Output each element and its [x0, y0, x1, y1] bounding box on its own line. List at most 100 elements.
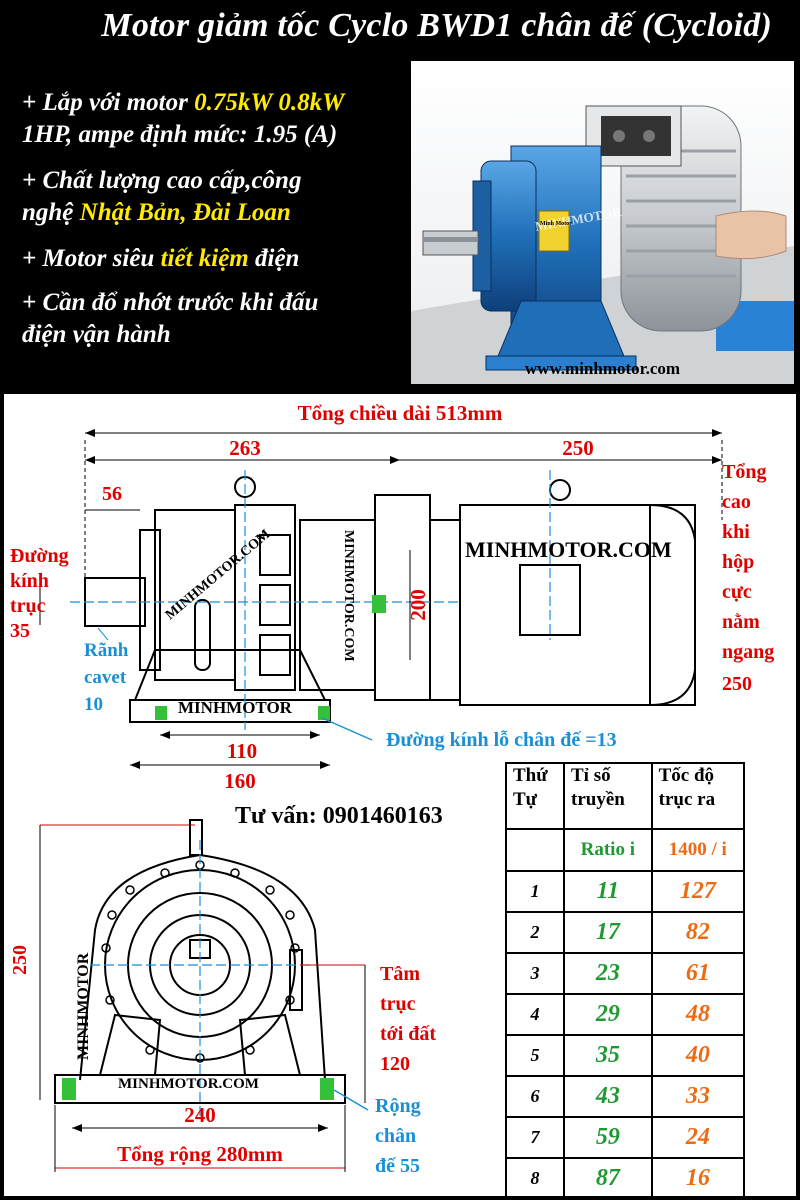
header-speed: Tốc độ trục ra — [650, 762, 746, 830]
side-watermark-vertical: MINHMOTOR.COM — [341, 530, 356, 662]
row-index: 4 — [505, 993, 565, 1036]
keyway-label-2: cavet — [84, 667, 127, 688]
subheader-ratio: Ratio i — [563, 828, 653, 872]
feature-list: + Lắp với motor 0.75kW 0.8kW 1HP, ampe đ… — [0, 55, 405, 390]
height-label-7: ngang — [722, 641, 774, 663]
dim-240: 240 — [184, 1103, 216, 1127]
center-label-3: tới đất — [380, 1023, 436, 1045]
feature-text: điện — [248, 245, 300, 272]
shaft-label-1: Đường — [10, 545, 69, 567]
dim-160: 160 — [224, 769, 256, 793]
front-watermark-vertical: MINHMOTOR — [75, 952, 92, 1060]
feature-text: nghệ — [22, 199, 80, 226]
row-speed: 127 — [650, 870, 746, 913]
row-ratio: 59 — [563, 1116, 653, 1159]
shaft-label-4: 35 — [10, 620, 30, 642]
height-label-2: cao — [722, 491, 751, 513]
height-label-3: khi — [722, 521, 750, 543]
front-watermark-base: MINHMOTOR.COM — [118, 1076, 259, 1092]
product-photo-frame: MINHMOTOR Minh Motor www.minhmotor.com — [405, 55, 800, 390]
center-label-1: Tâm — [380, 963, 420, 985]
row-speed: 16 — [650, 1157, 746, 1200]
row-index: 6 — [505, 1075, 565, 1118]
row-ratio: 43 — [563, 1075, 653, 1118]
feature-quality: + Chất lượng cao cấp,công nghệ Nhật Bản,… — [22, 165, 402, 229]
row-speed: 82 — [650, 911, 746, 954]
feature-highlight: Nhật Bản, Đài Loan — [79, 199, 291, 226]
header-text: trục ra — [658, 789, 716, 810]
height-label-1: Tổng — [722, 461, 766, 483]
dim-200: 200 — [406, 589, 430, 621]
height-label-6: nằm — [722, 611, 760, 633]
page-title: Motor giảm tốc Cyclo BWD1 chân đế (Cyclo… — [101, 7, 772, 44]
row-index: 1 — [505, 870, 565, 913]
feature-motor: + Lắp với motor 0.75kW 0.8kW 1HP, ampe đ… — [22, 87, 402, 151]
dim-250-height: 250 — [9, 945, 31, 975]
side-view: Tổng chiều dài 513mm 263 250 56 — [10, 401, 774, 793]
feature-text: 1HP, ampe định mức: 1.95 (A) — [22, 121, 338, 148]
subheader-empty — [505, 828, 565, 872]
consult-phone: Tư vấn: 0901460163 — [235, 803, 443, 829]
foot-width-label-2: chân — [375, 1125, 416, 1147]
row-ratio: 23 — [563, 952, 653, 995]
feature-oil: + Cần đổ nhớt trước khi đấu điện vận hàn… — [22, 287, 402, 351]
feature-saving: + Motor siêu tiết kiệm điện — [22, 243, 402, 275]
row-index: 7 — [505, 1116, 565, 1159]
gearmotor-illustration: MINHMOTOR Minh Motor — [411, 61, 794, 384]
header-text: Thứ — [513, 765, 548, 786]
base-watermark: MINHMOTOR — [178, 698, 293, 717]
row-index: 3 — [505, 952, 565, 995]
keyway-label-1: Rãnh — [84, 640, 129, 661]
row-speed: 40 — [650, 1034, 746, 1077]
row-ratio: 35 — [563, 1034, 653, 1077]
subheader-speed: 1400 / i — [650, 828, 746, 872]
side-watermark-small: MINHMOTOR.COM — [163, 527, 273, 623]
feature-text: + Lắp với motor — [22, 89, 195, 116]
header-text: Tỉ số — [571, 765, 611, 786]
row-speed: 33 — [650, 1075, 746, 1118]
row-speed: 61 — [650, 952, 746, 995]
keyway-label-3: 10 — [84, 694, 103, 715]
dim-110: 110 — [227, 739, 257, 763]
header-text: Tự — [513, 789, 538, 810]
website-url: www.minhmotor.com — [524, 359, 681, 378]
row-speed: 24 — [650, 1116, 746, 1159]
table-subheader-row: Ratio i 1400 / i — [505, 828, 746, 872]
shaft-label-2: kính — [10, 570, 49, 592]
dim-263: 263 — [229, 436, 261, 460]
height-label-4: hộp — [722, 551, 754, 573]
row-ratio: 17 — [563, 911, 653, 954]
feature-text: + Chất lượng cao cấp,công — [22, 167, 302, 194]
photo-nameplate: Minh Motor — [540, 221, 572, 227]
dim-250-length: 250 — [562, 436, 594, 460]
shaft-label-3: trục — [10, 595, 46, 617]
center-label-4: 120 — [380, 1053, 410, 1075]
technical-drawing-frame — [0, 390, 800, 1200]
row-index: 5 — [505, 1034, 565, 1077]
height-label-8: 250 — [722, 673, 752, 695]
row-index: 2 — [505, 911, 565, 954]
feature-text: điện vận hành — [22, 321, 171, 348]
height-label-5: cực — [722, 581, 752, 603]
side-watermark-big: MINHMOTOR.COM — [465, 537, 672, 562]
header-text: truyền — [571, 789, 625, 810]
center-label-2: trục — [380, 993, 416, 1015]
row-ratio: 87 — [563, 1157, 653, 1200]
foot-width-label-3: đế 55 — [375, 1155, 420, 1177]
feature-highlight: 0.75kW 0.8kW — [194, 89, 345, 116]
row-ratio: 29 — [563, 993, 653, 1036]
header-text: Tốc độ — [658, 765, 715, 786]
dim-56: 56 — [102, 483, 122, 505]
total-length-label: Tổng chiều dài 513mm — [298, 401, 503, 425]
